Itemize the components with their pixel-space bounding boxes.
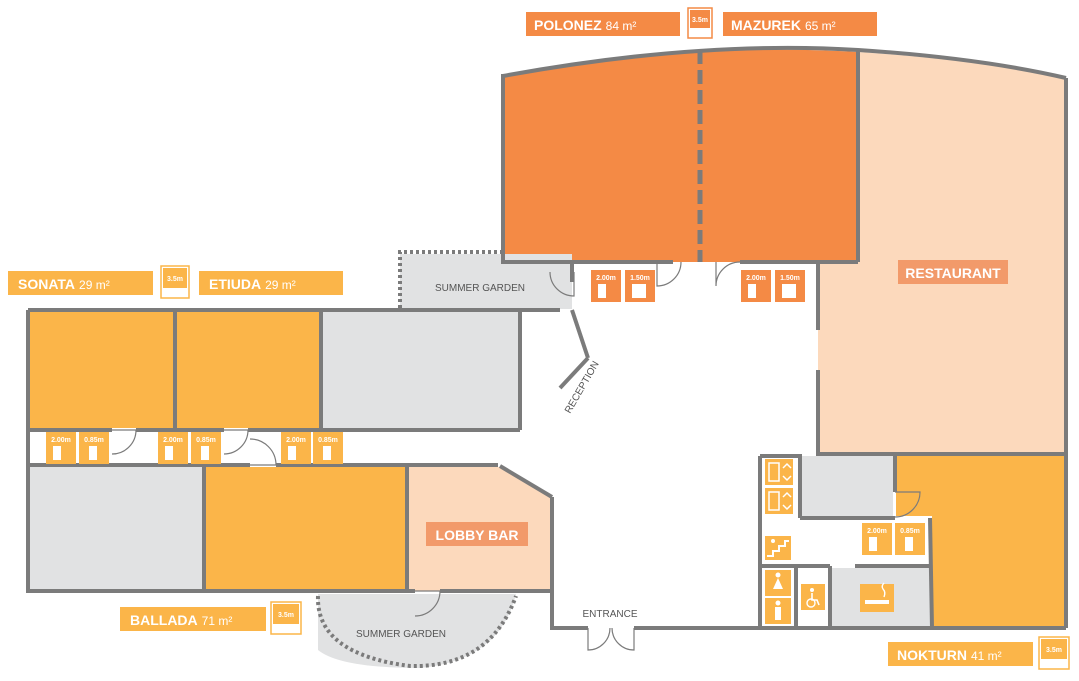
svg-text:2.00m: 2.00m bbox=[596, 275, 616, 282]
svg-text:1.50m: 1.50m bbox=[780, 275, 800, 282]
accessible-wc-icon bbox=[801, 584, 825, 610]
svg-text:3.5m: 3.5m bbox=[278, 612, 294, 619]
room-mazurek[interactable] bbox=[700, 49, 858, 263]
doors bbox=[111, 261, 921, 651]
label-lobby-bar[interactable]: LOBBY BAR bbox=[426, 522, 528, 546]
ceiling-height-icon: 3.5m bbox=[1038, 636, 1070, 670]
elevator-icon bbox=[765, 488, 793, 514]
svg-text:0.85m: 0.85m bbox=[84, 437, 104, 444]
room-sonata[interactable] bbox=[30, 312, 175, 428]
room-etiuda[interactable] bbox=[177, 312, 321, 428]
entrance-label: ENTRANCE bbox=[582, 609, 637, 620]
svg-text:0.85m: 0.85m bbox=[900, 528, 920, 535]
room-nokturn[interactable] bbox=[896, 456, 1064, 628]
summer-garden-top-label: SUMMER GARDEN bbox=[435, 283, 525, 294]
svg-text:1.50m: 1.50m bbox=[630, 275, 650, 282]
svg-text:0.85m: 0.85m bbox=[318, 437, 338, 444]
door-size-icon: 2.00m 0.85m bbox=[281, 432, 343, 464]
door-size-icon: 2.00m 0.85m bbox=[158, 432, 221, 464]
door-size-icon: 2.00m 0.85m bbox=[862, 523, 925, 555]
room-restaurant[interactable] bbox=[818, 52, 1064, 452]
door-size-icon: 2.00m 0.85m bbox=[46, 432, 109, 464]
summer-garden-bottom bbox=[318, 594, 516, 668]
label-restaurant[interactable]: RESTAURANT bbox=[898, 260, 1008, 284]
summer-garden-top-border bbox=[398, 250, 506, 308]
door-size-icon: 2.00m 1.50m bbox=[591, 270, 655, 302]
svg-text:3.5m: 3.5m bbox=[167, 276, 183, 283]
ceiling-height-icon: 3.5m bbox=[270, 601, 302, 635]
svg-text:RESTAURANT: RESTAURANT bbox=[905, 265, 1001, 281]
smoking-area-icon bbox=[860, 582, 894, 612]
woman-wc-icon bbox=[765, 570, 791, 596]
walls bbox=[26, 45, 1068, 630]
door-size-icon: 2.00m 1.50m bbox=[741, 270, 805, 302]
room-polonez[interactable] bbox=[503, 50, 700, 262]
ceiling-height-icon: 3.5m bbox=[687, 7, 713, 39]
svg-text:2.00m: 2.00m bbox=[746, 275, 766, 282]
svg-text:2.00m: 2.00m bbox=[867, 528, 887, 535]
room-storage-bottom bbox=[30, 467, 204, 591]
room-service bbox=[800, 456, 893, 516]
room-storage-top bbox=[323, 312, 518, 428]
svg-text:2.00m: 2.00m bbox=[286, 437, 306, 444]
man-wc-icon bbox=[765, 598, 791, 624]
svg-text:3.5m: 3.5m bbox=[692, 17, 708, 24]
svg-text:3.5m: 3.5m bbox=[1046, 647, 1062, 654]
svg-text:2.00m: 2.00m bbox=[51, 437, 71, 444]
svg-text:0.85m: 0.85m bbox=[196, 437, 216, 444]
stairs-icon bbox=[765, 536, 791, 560]
room-ballada[interactable] bbox=[206, 467, 405, 591]
summer-garden-bottom-border bbox=[315, 595, 518, 669]
svg-text:LOBBY BAR: LOBBY BAR bbox=[436, 527, 519, 543]
summer-garden-bottom-label: SUMMER GARDEN bbox=[356, 629, 446, 640]
ceiling-height-icon: 3.5m bbox=[160, 265, 190, 299]
svg-text:2.00m: 2.00m bbox=[163, 437, 183, 444]
reception-label: RECEPTION bbox=[563, 359, 602, 415]
elevator-icon bbox=[765, 459, 793, 485]
